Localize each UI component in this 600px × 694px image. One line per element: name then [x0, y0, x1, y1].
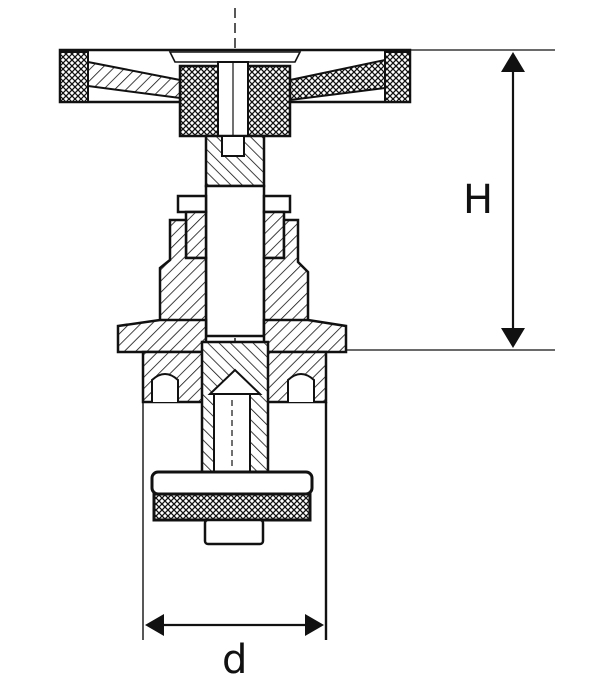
stem — [204, 134, 266, 338]
diameter-dimension-label: d — [222, 637, 248, 683]
height-dimension — [346, 49, 555, 351]
diameter-dimension — [142, 402, 328, 640]
bonnet-body — [116, 218, 348, 404]
handwheel — [58, 48, 412, 141]
spindle — [200, 340, 270, 474]
height-dimension-label: H — [463, 177, 494, 223]
valve-disc — [150, 470, 314, 546]
